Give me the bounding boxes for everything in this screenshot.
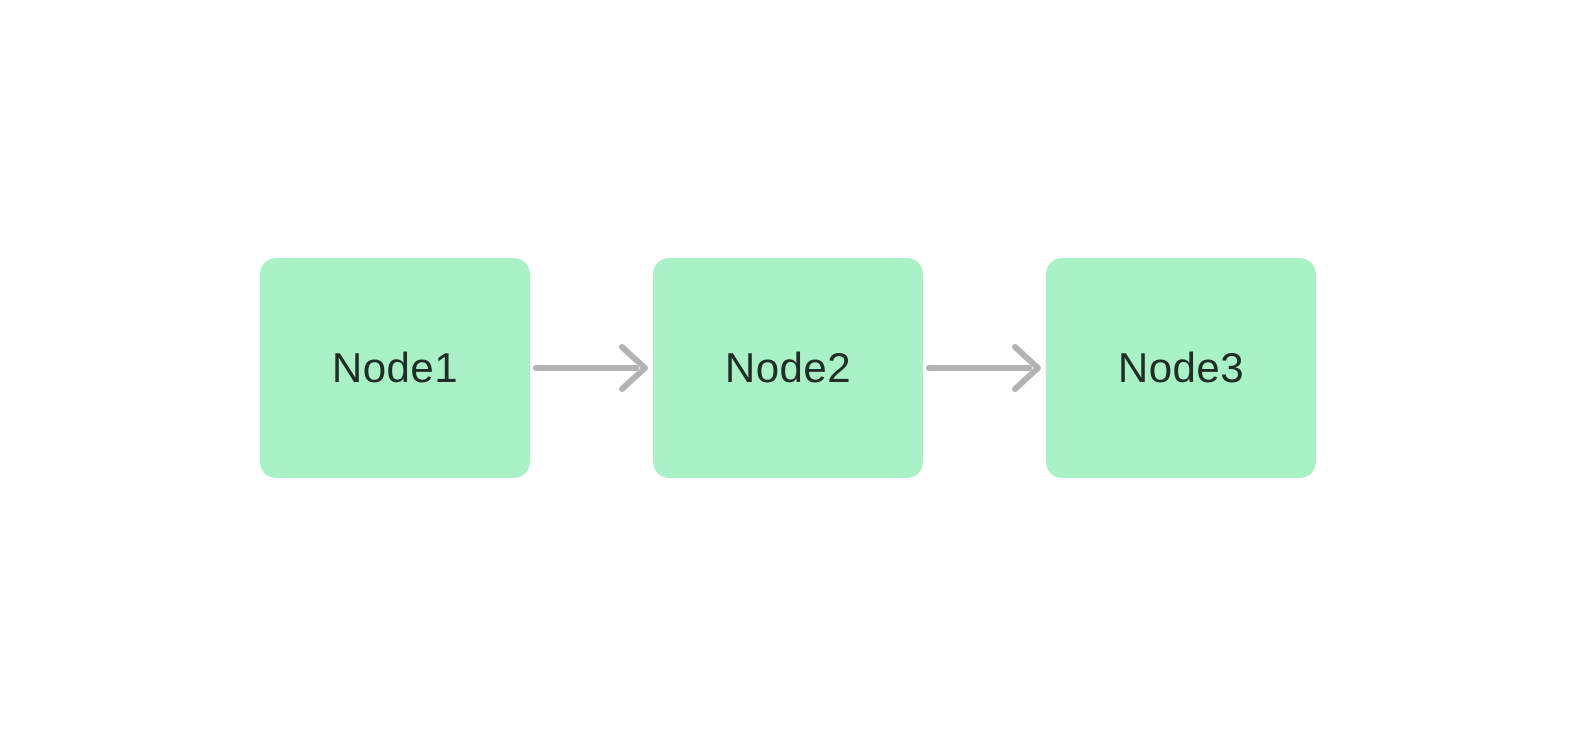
node-node2-label: Node2 xyxy=(724,344,852,391)
node-node3[interactable]: Node3 xyxy=(1046,258,1316,478)
node-node2[interactable]: Node2 xyxy=(653,258,923,478)
node-node1-label: Node1 xyxy=(331,344,459,391)
node-node1[interactable]: Node1 xyxy=(260,258,530,478)
arrow-right-icon xyxy=(533,344,648,392)
flow-row: Node1 Node2 Node3 xyxy=(260,258,1316,478)
node-node3-label: Node3 xyxy=(1117,344,1245,391)
arrow-right-icon xyxy=(926,344,1041,392)
